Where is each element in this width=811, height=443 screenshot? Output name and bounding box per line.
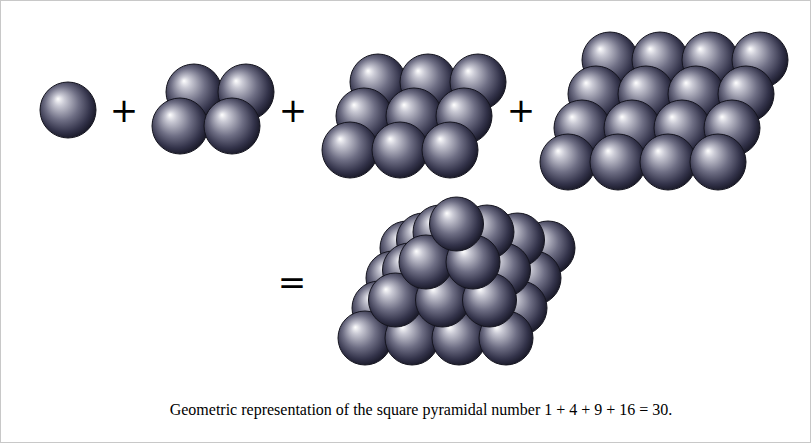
sphere: [430, 197, 484, 251]
plus-sign: +: [507, 93, 536, 127]
sphere: [422, 122, 478, 178]
figure-caption: Geometric representation of the square p…: [170, 400, 673, 419]
sphere: [372, 122, 428, 178]
sphere: [540, 134, 596, 190]
sphere: [40, 82, 96, 138]
sphere: [590, 134, 646, 190]
plus-sign: +: [279, 93, 308, 127]
sphere: [690, 134, 746, 190]
plus-sign: +: [110, 93, 139, 127]
sphere: [152, 98, 208, 154]
sphere: [204, 98, 260, 154]
sphere: [322, 122, 378, 178]
equals-sign: =: [278, 265, 307, 299]
sphere: [640, 134, 696, 190]
